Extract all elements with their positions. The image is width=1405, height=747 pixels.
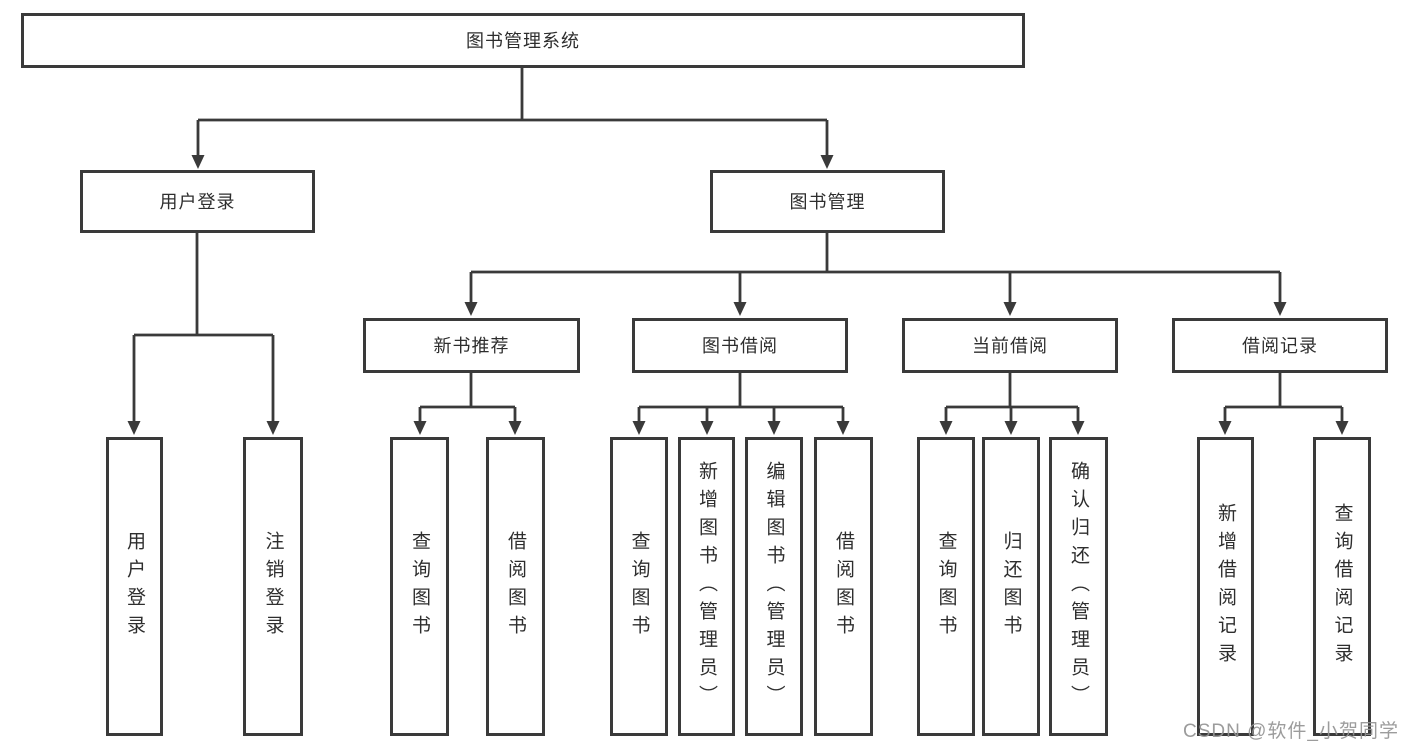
- node-leaf-current-query-label: 查询图书: [935, 530, 957, 643]
- node-current-borrow: 当前借阅: [902, 318, 1118, 373]
- node-leaf-user-login: 用户登录: [106, 437, 163, 736]
- node-user-login-label: 用户登录: [159, 191, 236, 212]
- node-leaf-current-query: 查询图书: [917, 437, 975, 736]
- node-leaf-borrow-borrow-label: 借阅图书: [833, 530, 854, 643]
- node-book-mgmt-label: 图书管理: [789, 191, 866, 212]
- connector-new-book: [418, 373, 517, 422]
- node-leaf-current-confirm: 确认归还（管理员）: [1049, 437, 1108, 736]
- node-book-borrow: 图书借阅: [632, 318, 848, 373]
- node-leaf-borrow-borrow: 借阅图书: [814, 437, 873, 736]
- node-leaf-logout-label: 注销登录: [262, 530, 284, 643]
- node-leaf-borrow-query-label: 查询图书: [628, 530, 650, 643]
- arrowheads: [127, 155, 1349, 435]
- node-leaf-borrow-edit: 编辑图书（管理员）: [745, 437, 803, 736]
- node-leaf-logout: 注销登录: [243, 437, 303, 736]
- node-leaf-newbook-borrow-label: 借阅图书: [505, 530, 526, 643]
- node-leaf-current-confirm-label: 确认归还（管理员）: [1068, 460, 1089, 713]
- connector-user-login: [132, 233, 275, 422]
- node-user-login: 用户登录: [80, 170, 315, 233]
- node-leaf-current-return-label: 归还图书: [1000, 530, 1022, 643]
- node-leaf-borrow-add-label: 新增图书（管理员）: [696, 460, 717, 713]
- node-book-mgmt: 图书管理: [710, 170, 945, 233]
- node-root: 图书管理系统: [21, 13, 1025, 68]
- connector-book-borrow: [637, 373, 845, 422]
- node-leaf-borrow-edit-label: 编辑图书（管理员）: [763, 460, 785, 713]
- connector-root: [196, 68, 829, 156]
- csdn-watermark: CSDN @软件_小贺同学: [1183, 721, 1399, 742]
- node-root-label: 图书管理系统: [466, 30, 580, 51]
- node-borrow-record: 借阅记录: [1172, 318, 1388, 373]
- node-new-book-rec-label: 新书推荐: [433, 335, 510, 356]
- node-leaf-newbook-query: 查询图书: [390, 437, 449, 736]
- node-leaf-borrow-query: 查询图书: [610, 437, 668, 736]
- node-current-borrow-label: 当前借阅: [972, 335, 1048, 356]
- node-leaf-current-return: 归还图书: [982, 437, 1040, 736]
- node-leaf-record-add-label: 新增借阅记录: [1215, 502, 1236, 671]
- node-leaf-record-query: 查询借阅记录: [1313, 437, 1371, 736]
- connector-book-mgmt: [469, 233, 1282, 303]
- node-leaf-borrow-add: 新增图书（管理员）: [678, 437, 735, 736]
- node-new-book-rec: 新书推荐: [363, 318, 580, 373]
- node-leaf-record-add: 新增借阅记录: [1197, 437, 1254, 736]
- node-book-borrow-label: 图书借阅: [702, 335, 778, 356]
- node-leaf-user-login-label: 用户登录: [124, 530, 145, 643]
- node-leaf-record-query-label: 查询借阅记录: [1331, 502, 1353, 671]
- connector-borrow-record: [1223, 373, 1344, 422]
- node-borrow-record-label: 借阅记录: [1242, 335, 1318, 356]
- node-leaf-newbook-borrow: 借阅图书: [486, 437, 545, 736]
- node-leaf-newbook-query-label: 查询图书: [409, 530, 430, 643]
- connector-current-borrow: [944, 373, 1080, 422]
